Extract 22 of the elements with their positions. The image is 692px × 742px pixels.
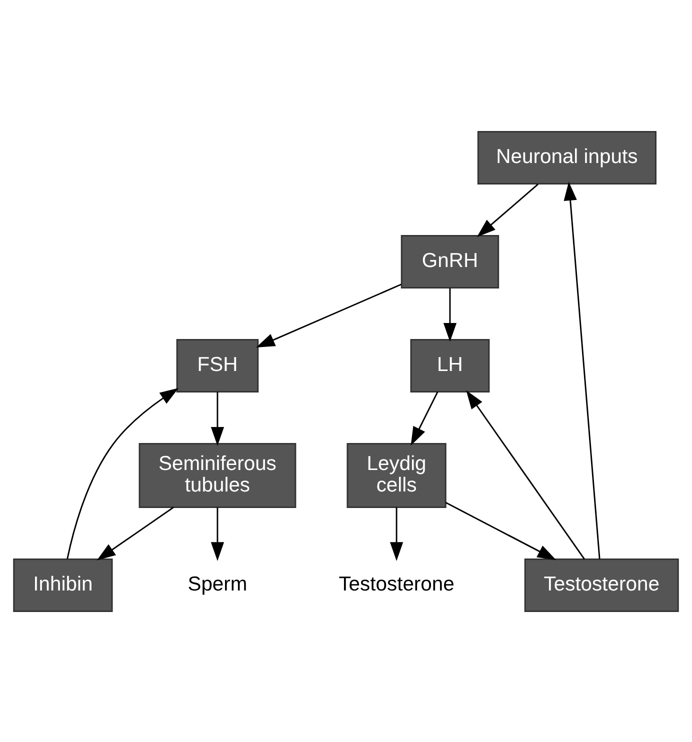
node-box: LH	[410, 338, 490, 392]
node-box: Inhibin	[13, 558, 113, 612]
node-text: Testosterone	[338, 573, 454, 596]
arrow	[96, 506, 174, 560]
node-box: FSH	[176, 338, 259, 392]
arrow	[410, 391, 438, 446]
arrow	[256, 283, 402, 348]
arrow	[210, 391, 224, 446]
node-box: GnRH	[400, 234, 500, 288]
node-box: Seminiferous tubules	[138, 442, 296, 508]
node-box: Neuronal inputs	[477, 130, 656, 184]
arrow	[476, 183, 539, 237]
arrow	[445, 501, 556, 560]
arrow	[66, 387, 179, 559]
arrow	[210, 506, 224, 560]
arrow	[564, 181, 600, 559]
arrow	[390, 506, 404, 560]
node-text: Sperm	[188, 573, 248, 596]
node-box: Leydig cells	[346, 442, 446, 508]
arrow	[443, 288, 457, 342]
arrow	[466, 390, 586, 560]
node-box: Testosterone	[524, 558, 679, 612]
